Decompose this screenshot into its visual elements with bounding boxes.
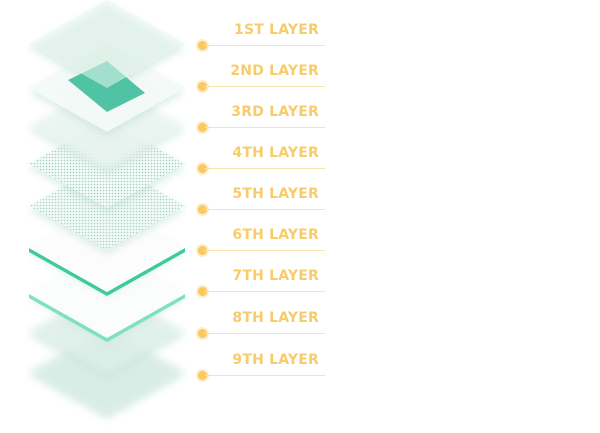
leader-line (204, 45, 325, 46)
layer-label-3: 3RD LAYER (198, 104, 325, 134)
layer-label-text: 1ST LAYER (234, 22, 319, 38)
layer-label-text: 6TH LAYER (232, 227, 319, 243)
layer-stack-illustration (29, 0, 185, 419)
layer-label-text: 5TH LAYER (232, 186, 319, 202)
layer-label-1: 1ST LAYER (198, 22, 325, 52)
layer-label-5: 5TH LAYER (198, 186, 325, 216)
leader-line (204, 375, 325, 376)
leader-line (204, 291, 325, 292)
bullet-dot-icon (198, 123, 207, 132)
bullet-dot-icon (198, 329, 207, 338)
bullet-dot-icon (198, 205, 207, 214)
bullet-dot-icon (198, 82, 207, 91)
bullet-dot-icon (198, 287, 207, 296)
leader-line (204, 250, 325, 251)
leader-line (204, 209, 325, 210)
layer-label-text: 8TH LAYER (232, 310, 319, 326)
layer-label-text: 2ND LAYER (230, 63, 319, 79)
leader-line (204, 86, 325, 87)
layer-label-7: 7TH LAYER (198, 268, 325, 298)
bullet-dot-icon (198, 246, 207, 255)
layer-label-text: 4TH LAYER (232, 145, 319, 161)
layer-label-8: 8TH LAYER (198, 310, 325, 340)
layer-1-sheet (29, 0, 185, 88)
leader-line (204, 127, 325, 128)
bullet-dot-icon (198, 41, 207, 50)
leader-line (204, 168, 325, 169)
leader-line (204, 333, 325, 334)
layer-label-text: 3RD LAYER (231, 104, 319, 120)
layer-label-6: 6TH LAYER (198, 227, 325, 257)
bullet-dot-icon (198, 371, 207, 380)
layer-label-9: 9TH LAYER (198, 352, 325, 382)
layer-label-4: 4TH LAYER (198, 145, 325, 175)
layer-label-text: 7TH LAYER (232, 268, 319, 284)
bullet-dot-icon (198, 164, 207, 173)
layer-label-2: 2ND LAYER (198, 63, 325, 93)
layer-label-text: 9TH LAYER (232, 352, 319, 368)
